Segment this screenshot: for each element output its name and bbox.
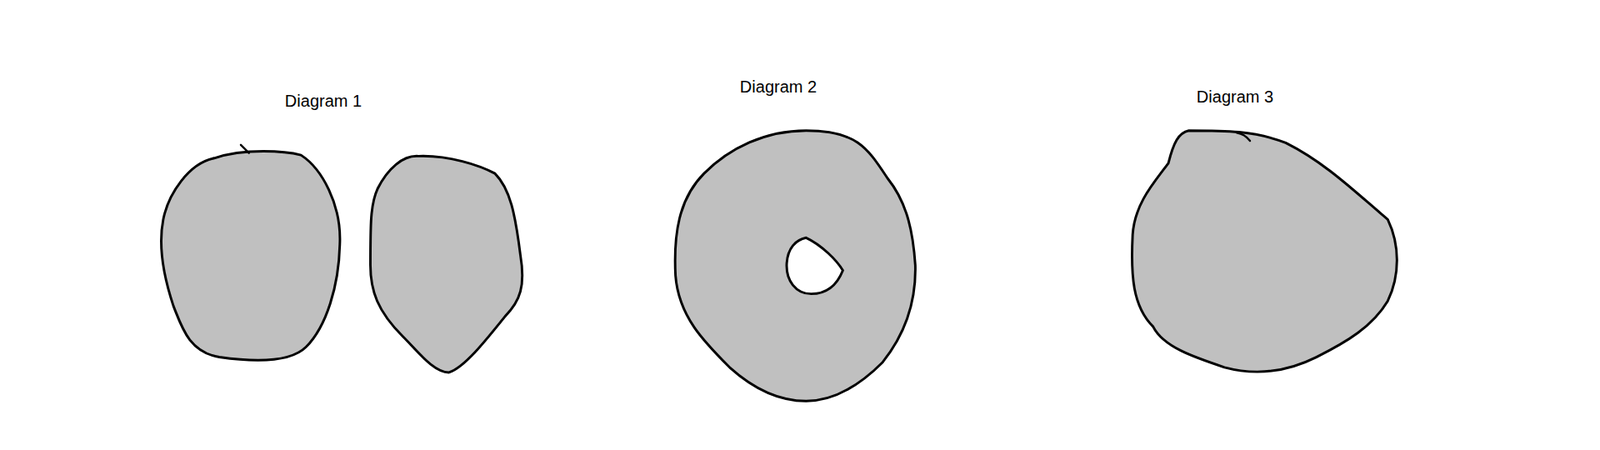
blob-right bbox=[370, 155, 522, 373]
diagram-label: Diagram 1 bbox=[285, 91, 362, 111]
pen-mark bbox=[1236, 132, 1250, 141]
pen-mark bbox=[240, 145, 250, 154]
diagram-label: Diagram 3 bbox=[1196, 87, 1274, 107]
diagram-label: Diagram 2 bbox=[740, 77, 817, 97]
blob-left bbox=[161, 151, 340, 361]
blob-with-hole bbox=[675, 130, 915, 401]
blob-single bbox=[1131, 130, 1397, 372]
